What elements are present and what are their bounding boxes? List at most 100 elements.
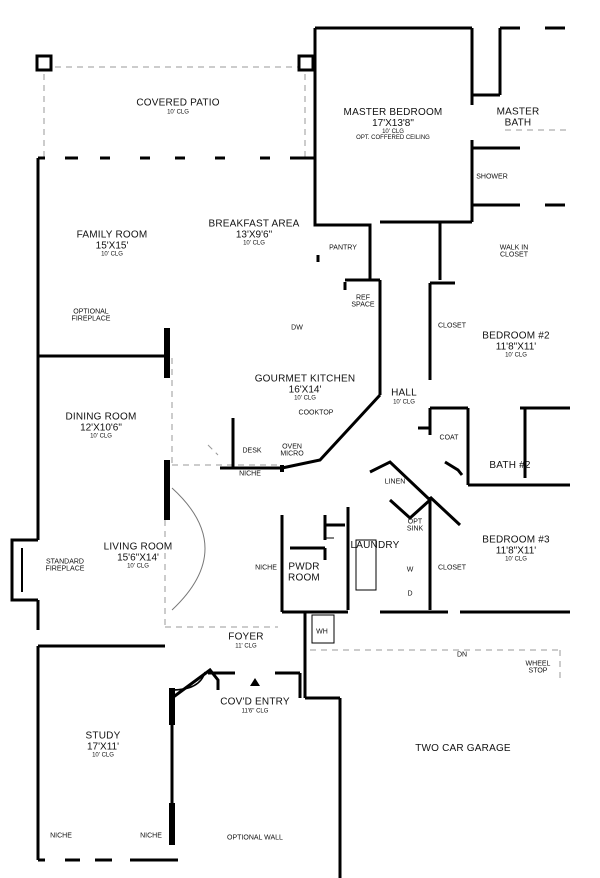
walk-in-closet-note: WALK IN CLOSET (500, 245, 529, 260)
water-heater-note: WH (316, 628, 328, 636)
foyer-name: FOYER (228, 631, 264, 643)
fireplace-text: FIREPLACE (71, 316, 111, 323)
wheel-text: WHEEL (525, 660, 551, 668)
master-bedroom-note: OPT. COFFERED CEILING (356, 135, 430, 142)
foyer-ceiling: 11' CLG (235, 643, 257, 650)
dryer-note: D (407, 590, 413, 598)
living-room-name: LIVING ROOM (103, 541, 173, 553)
hall-ceiling: 10' CLG (393, 399, 415, 406)
dining-room-label: DINING ROOM 12'X10'6" 10' CLG (65, 411, 137, 440)
garage-name: TWO CAR GARAGE (415, 742, 511, 754)
covered-patio-label: COVERED PATIO 10' CLG (136, 98, 219, 116)
bedroom-3-name: BEDROOM #3 (482, 534, 550, 546)
bedroom-3-label: BEDROOM #3 11'8"X11' 10' CLG (482, 534, 550, 563)
master-bath-name1: MASTER (496, 106, 540, 118)
bedroom-2-ceiling: 10' CLG (505, 352, 527, 359)
bedroom-2-dims: 11'8"X11' (495, 340, 537, 352)
covd-entry-label: COV'D ENTRY 11'6" CLG (220, 696, 290, 715)
bath-2-label: BATH #2 (489, 459, 531, 472)
micro-text: MICRO (280, 451, 304, 458)
fireplace-std-text: FIREPLACE (45, 566, 85, 573)
washer-note: W (406, 566, 414, 574)
hall-label: HALL 10' CLG (391, 387, 417, 406)
dining-room-name: DINING ROOM (65, 411, 137, 423)
bath-2-name: BATH #2 (489, 459, 531, 471)
master-bath-label: MASTER BATH (496, 106, 540, 129)
oven-micro-note: OVEN MICRO (280, 444, 303, 459)
breakfast-area-label: BREAKFAST AREA 13'X9'6" 10' CLG (208, 218, 300, 247)
study-dims: 17'X11' (87, 740, 119, 752)
closet-text: CLOSET (499, 252, 528, 259)
breakfast-area-name: BREAKFAST AREA (208, 218, 300, 230)
master-bedroom-ceiling: 10' CLG (382, 129, 404, 136)
niche-kitchen-note: NICHE (239, 470, 261, 478)
master-bath-name2: BATH (504, 117, 532, 128)
living-room-label: LIVING ROOM 15'6"X14' 10' CLG (103, 541, 173, 570)
powder-room-label: PWDR ROOM (288, 561, 320, 584)
standard-text: STANDARD (46, 558, 84, 566)
oven-text: OVEN (282, 443, 302, 451)
ref-space-note: REF SPACE (351, 295, 374, 310)
gourmet-kitchen-label: GOURMET KITCHEN 16'X14' 10' CLG (254, 373, 356, 402)
dishwasher-note: DW (291, 324, 303, 332)
wheel-stop-note: WHEEL STOP (526, 661, 551, 676)
family-room-dims: 15'X15' (95, 239, 129, 251)
covd-entry-ceiling: 11'6" CLG (241, 708, 269, 715)
study-ceiling: 10' CLG (92, 752, 114, 759)
gourmet-kitchen-name: GOURMET KITCHEN (254, 373, 356, 385)
linen-note: LINEN (384, 478, 406, 486)
optional-wall-note: OPTIONAL WALL (227, 834, 283, 842)
closet-bedroom2-note: CLOSET (437, 322, 467, 330)
laundry-label: LAUNDRY (350, 540, 399, 552)
breakfast-area-dims: 13'X9'6" (235, 228, 273, 240)
breakfast-area-ceiling: 10' CLG (243, 240, 265, 247)
covd-entry-name: COV'D ENTRY (220, 696, 290, 708)
bedroom-2-name: BEDROOM #2 (482, 330, 550, 342)
family-room-label: FAMILY ROOM 15'X15' 10' CLG (76, 229, 148, 258)
study-name: STUDY (85, 730, 121, 742)
gourmet-kitchen-dims: 16'X14' (288, 383, 322, 395)
standard-fireplace-note: STANDARD FIREPLACE (46, 559, 85, 574)
living-arc (171, 487, 206, 611)
closet-bedroom3-note: CLOSET (437, 564, 467, 572)
gourmet-kitchen-ceiling: 10' CLG (294, 395, 316, 402)
hall-name: HALL (391, 387, 417, 399)
space-text: SPACE (351, 302, 375, 309)
desk-note: DESK (242, 447, 262, 455)
niche-study-right-note: NICHE (140, 832, 162, 840)
family-room-name: FAMILY ROOM (76, 229, 148, 241)
down-note: DN (456, 651, 468, 659)
fixtures (311, 537, 377, 644)
master-bedroom-dims: 17'X13'8" (372, 117, 414, 129)
covered-patio-ceiling: 10' CLG (167, 109, 189, 116)
living-room-ceiling: 10' CLG (127, 563, 149, 570)
garage-label: TWO CAR GARAGE (415, 742, 511, 755)
master-bedroom-label: MASTER BEDROOM 17'X13'8" 10' CLG OPT. CO… (344, 108, 443, 142)
dining-room-ceiling: 10' CLG (90, 433, 112, 440)
dashed-outlines (43, 66, 570, 680)
optional-text: OPTIONAL (73, 308, 109, 316)
family-room-ceiling: 10' CLG (101, 251, 123, 258)
ref-text: REF (356, 294, 370, 302)
powder-room-name2: ROOM (288, 572, 320, 583)
study-label: STUDY 17'X11' 10' CLG (85, 730, 121, 759)
walk-in-text: WALK IN (499, 244, 529, 252)
living-room-dims: 15'6"X14' (117, 551, 159, 563)
opt-text: OPT (407, 518, 423, 526)
powder-room-name1: PWDR (288, 561, 320, 573)
dining-room-dims: 12'X10'6" (80, 421, 122, 433)
master-bedroom-name: MASTER BEDROOM (343, 107, 443, 119)
bedroom-3-dims: 11'8"X11' (495, 544, 537, 556)
bedroom-2-label: BEDROOM #2 11'8"X11' 10' CLG (482, 330, 550, 359)
foyer-door-arrow (250, 678, 260, 686)
niche-foyer-note: NICHE (255, 564, 277, 572)
shower-note: SHOWER (476, 173, 508, 181)
opt-sink-note: OPT SINK (407, 519, 423, 534)
foyer-label: FOYER 11' CLG (228, 631, 264, 650)
bedroom-3-ceiling: 10' CLG (505, 556, 527, 563)
pantry-note: PANTRY (329, 244, 357, 252)
stop-text: STOP (528, 668, 548, 675)
optional-fireplace-note: OPTIONAL FIREPLACE (72, 309, 111, 324)
coat-note: COAT (439, 434, 459, 442)
